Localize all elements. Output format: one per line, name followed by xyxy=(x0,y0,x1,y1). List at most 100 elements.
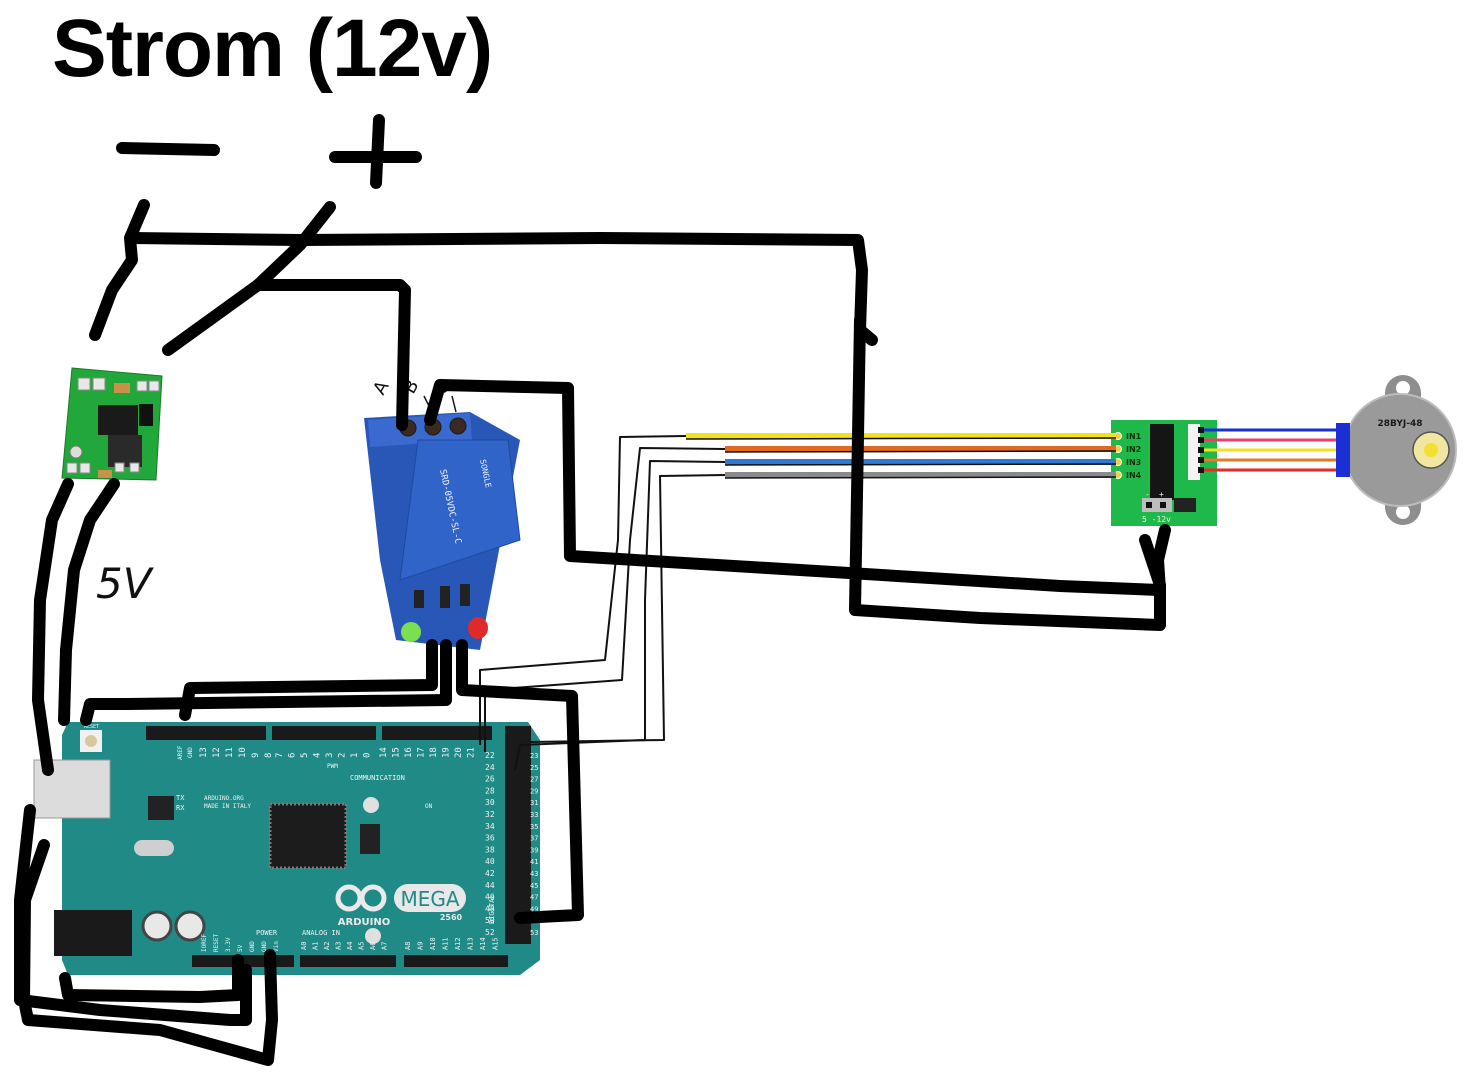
power-pin-label: IOREF xyxy=(201,934,208,952)
made-in-label: MADE IN ITALY xyxy=(204,803,251,810)
motor-model-label: 28BYJ-48 xyxy=(1377,419,1422,429)
digital-pin-label: 11 xyxy=(225,747,235,758)
analog-pin-label: A6 xyxy=(369,942,377,950)
analog-pin-label: A8 xyxy=(404,942,412,950)
power-label: POWER xyxy=(256,929,278,937)
on-led-label: ON xyxy=(425,803,433,810)
digital-pin-label: 12 xyxy=(212,747,222,758)
driver-input-label: IN1 xyxy=(1126,432,1142,441)
top-header-1 xyxy=(146,726,266,740)
motor-connector-blue xyxy=(1336,423,1350,477)
side-pin-label: 46 xyxy=(485,893,495,902)
side-pin-label: 31 xyxy=(530,799,538,807)
side-pin-label: 45 xyxy=(530,882,538,890)
relay-status-led xyxy=(468,617,488,639)
analog-pin-label: A2 xyxy=(323,942,331,950)
power-minus-symbol xyxy=(116,142,220,156)
analog-pin-label: A14 xyxy=(479,937,487,950)
digital-pin-label: 17 xyxy=(417,747,427,758)
digital-pin-label: 15 xyxy=(392,747,402,758)
top-header-3 xyxy=(382,726,492,740)
driver-input-label: IN4 xyxy=(1126,471,1142,480)
digital-pin-label: 9 xyxy=(251,753,261,758)
tx-label: TX xyxy=(176,794,185,802)
side-pin-label: 42 xyxy=(485,869,495,878)
side-pin-label: 38 xyxy=(485,845,495,854)
trace-in3 xyxy=(514,460,726,771)
side-pin-label: 27 xyxy=(530,776,538,784)
relay-module[interactable]: SRD-05VDC-SL-C SONGLE xyxy=(364,412,521,650)
side-pin-label: 22 xyxy=(485,751,495,760)
microcontroller-chip xyxy=(268,802,348,870)
side-pin-label: 32 xyxy=(485,810,495,819)
power-pin-label: 3.3V xyxy=(225,937,232,952)
arduino-model-number: 2560 xyxy=(440,913,463,922)
power-wires xyxy=(14,199,1171,1066)
side-pin-label: 49 xyxy=(530,905,538,913)
side-pin-label: 52 xyxy=(485,928,495,937)
arduino-logo-text: ARDUINO xyxy=(338,917,390,928)
digital-pin-label: 3 xyxy=(325,753,335,758)
side-pin-label: 35 xyxy=(530,823,538,831)
arduino-site-label: ARDUINO.ORG xyxy=(204,795,244,802)
side-pin-label: 29 xyxy=(530,787,538,795)
motor-connector-pin xyxy=(1198,427,1204,433)
digital-pin-label: 8 xyxy=(264,753,274,758)
digital-pin-label: 4 xyxy=(313,753,323,758)
analog-pin-label: A9 xyxy=(417,942,425,950)
buck-converter[interactable] xyxy=(61,367,163,481)
communication-label: COMMUNICATION xyxy=(350,774,405,782)
driver-minus-label: - xyxy=(1145,490,1150,499)
trace-in1 xyxy=(479,435,687,745)
relay-screw-terminal xyxy=(368,413,472,447)
gnd-pin-label: GND xyxy=(187,747,194,758)
analog-pin-label: A12 xyxy=(454,937,462,950)
analog-pin-label: A1 xyxy=(312,942,320,950)
arduino-mega[interactable]: MEGA ARDUINO 2560 COMMUNICATION POWER AN… xyxy=(33,722,540,975)
stepper-motor[interactable]: 28BYJ-48 xyxy=(1336,375,1457,525)
power-pin-label: GND xyxy=(261,941,268,952)
motor-connector-pin xyxy=(1198,447,1204,453)
motor-connector-pin xyxy=(1198,437,1204,443)
analog-pin-label: A13 xyxy=(467,937,475,950)
side-pin-label: 47 xyxy=(530,894,538,902)
digital-pin-label: 16 xyxy=(404,747,414,758)
driver-input-label: IN2 xyxy=(1126,445,1141,454)
usb-port xyxy=(33,759,111,819)
driver-input-label: IN3 xyxy=(1126,458,1141,467)
diagram-title: Strom (12v) xyxy=(52,3,493,94)
relay-power-led xyxy=(401,622,421,642)
arduino-model-text: MEGA xyxy=(400,887,459,911)
side-pin-label: 53 xyxy=(530,929,538,937)
digital-pin-label: 1 xyxy=(350,753,360,758)
side-pin-label: 40 xyxy=(485,857,495,866)
analog-pin-label: A10 xyxy=(429,937,437,950)
analog-pin-label: A0 xyxy=(300,942,308,950)
five-volt-label: 5V xyxy=(96,559,155,608)
digital-pin-label: 21 xyxy=(467,747,477,758)
analog-header-2 xyxy=(404,955,508,967)
analog-in-label: ANALOG IN xyxy=(302,929,340,937)
side-pin-label: 34 xyxy=(485,822,495,831)
digital-pin-label: 5 xyxy=(300,753,310,758)
side-pin-label: 23 xyxy=(530,752,538,760)
digital-pin-label: 20 xyxy=(454,747,464,758)
power-plus-symbol xyxy=(329,114,422,189)
digital-pin-label: 14 xyxy=(379,747,389,758)
side-pin-labels: 2224262830323436384042444648505223252729… xyxy=(485,751,538,937)
signal-wires xyxy=(685,433,1117,479)
aref-pin-label: AREF xyxy=(177,745,184,760)
arduino-logo: MEGA ARDUINO 2560 xyxy=(335,884,466,928)
analog-header-1 xyxy=(300,955,396,967)
side-pin-label: 50 xyxy=(485,916,495,925)
reset-label: RESET xyxy=(84,724,99,730)
pwm-label: PWM xyxy=(327,763,338,770)
analog-pin-label: A11 xyxy=(442,937,450,950)
side-pin-label: 26 xyxy=(485,775,495,784)
digital-pin-label: 18 xyxy=(429,747,439,758)
side-pin-label: 44 xyxy=(485,881,495,890)
rx-label: RX xyxy=(176,804,185,812)
